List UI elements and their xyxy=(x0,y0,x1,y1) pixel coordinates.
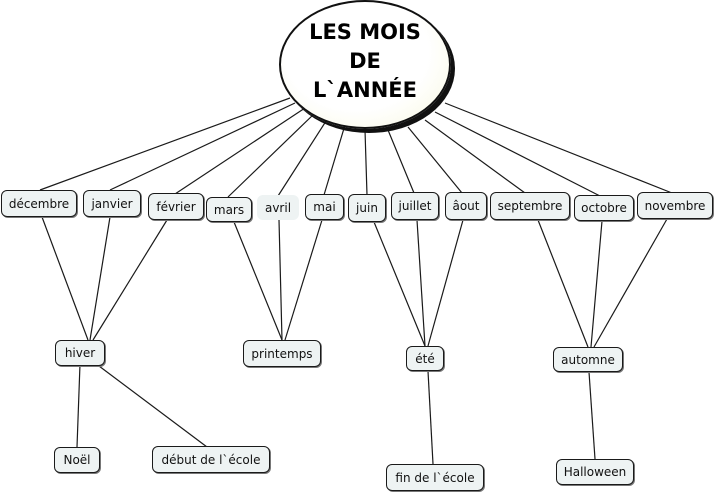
node-aout: âout xyxy=(445,192,487,220)
node-printemps: printemps xyxy=(243,340,321,367)
node-janvier: janvier xyxy=(83,190,141,217)
link-title-janvier xyxy=(109,102,296,191)
diagram-title: LES MOIS DE L`ANNÉE xyxy=(279,18,451,105)
link-ete-fin-ecole xyxy=(427,370,434,465)
link-juillet-ete xyxy=(416,219,426,347)
link-mars-printemps xyxy=(233,221,283,341)
link-hiver-noel xyxy=(76,363,81,448)
link-title-novembre xyxy=(444,102,673,194)
link-title-juin xyxy=(364,129,368,196)
link-juin-ete xyxy=(373,221,426,347)
node-novembre: novembre xyxy=(637,192,713,219)
link-title-mars xyxy=(227,112,316,198)
node-decembre: décembre xyxy=(1,190,77,217)
link-title-septembre xyxy=(424,119,526,194)
title-line-2: DE xyxy=(349,49,381,73)
link-title-decembre xyxy=(39,97,291,191)
node-septembre: septembre xyxy=(490,192,570,220)
node-halloween: Halloween xyxy=(556,459,634,485)
node-automne: automne xyxy=(553,347,623,372)
link-hiver-debut-ecole xyxy=(98,365,208,448)
link-title-juillet xyxy=(387,129,415,194)
node-mars: mars xyxy=(206,197,252,222)
node-avril: avril xyxy=(257,195,299,220)
link-novembre-automne xyxy=(593,218,668,348)
node-mai: mai xyxy=(305,194,344,220)
node-octobre: octobre xyxy=(574,195,634,221)
link-title-aout xyxy=(407,126,463,194)
node-juin: juin xyxy=(348,194,386,222)
link-aout-ete xyxy=(427,219,464,347)
title-line-3: L`ANNÉE xyxy=(313,78,417,102)
node-ete: été xyxy=(406,346,444,371)
link-octobre-automne xyxy=(590,220,603,348)
node-hiver: hiver xyxy=(55,340,105,366)
link-avril-printemps xyxy=(278,219,283,341)
link-janvier-hiver xyxy=(89,216,111,341)
link-automne-halloween xyxy=(588,371,596,460)
link-title-mai xyxy=(323,124,346,196)
node-noel: Noël xyxy=(54,447,100,473)
link-decembre-hiver xyxy=(41,216,89,341)
link-fevrier-hiver xyxy=(92,219,168,341)
link-septembre-automne xyxy=(537,219,589,348)
title-line-1: LES MOIS xyxy=(309,20,421,44)
node-fin-ecole: fin de l`école xyxy=(386,464,484,491)
node-juillet: juillet xyxy=(391,192,439,220)
link-title-avril xyxy=(277,117,329,197)
node-debut-ecole: début de l`école xyxy=(152,446,270,473)
link-mai-printemps xyxy=(284,219,323,341)
link-title-fevrier xyxy=(174,107,306,195)
node-fevrier: février xyxy=(148,193,204,220)
title-bubble xyxy=(279,0,451,129)
link-title-octobre xyxy=(434,111,601,197)
